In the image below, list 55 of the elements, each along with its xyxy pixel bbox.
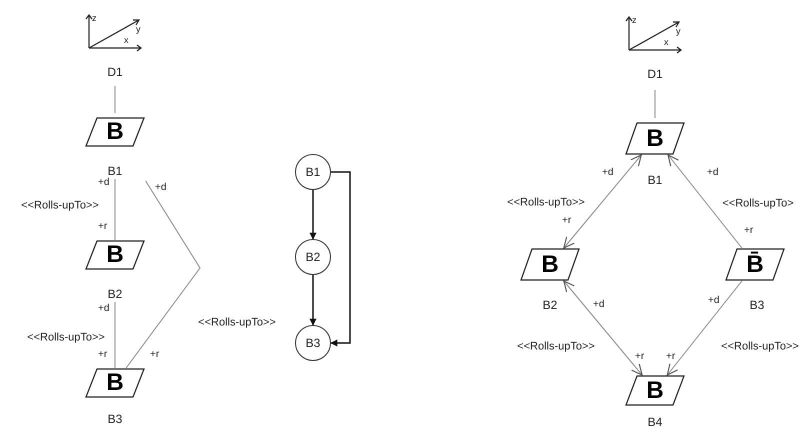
arrow xyxy=(330,171,351,346)
axis-label: x xyxy=(664,38,668,47)
arrow xyxy=(668,154,742,248)
connector-line xyxy=(114,302,116,368)
role-label: +d xyxy=(98,304,110,314)
edge-label: <<Rolls-upTo>> xyxy=(20,200,100,212)
parallelogram-box: B xyxy=(85,368,145,398)
role-label: +r xyxy=(666,352,676,362)
parallelogram-box: B xyxy=(625,375,685,406)
node-caption: B1 xyxy=(648,174,662,186)
arrow xyxy=(563,154,642,249)
parallelogram-box: B xyxy=(520,248,580,281)
edge-label: <<Rolls-upTo>> xyxy=(720,342,800,352)
role-label: +r xyxy=(98,222,108,232)
arrow xyxy=(310,190,316,240)
role-label: +r xyxy=(150,350,160,360)
edge-label: <<Rolls-upTo>> xyxy=(506,198,586,208)
role-label: +d xyxy=(98,178,110,188)
role-label: +d xyxy=(602,168,614,178)
arrow xyxy=(563,280,643,376)
node-caption: B1 xyxy=(108,165,122,177)
axis-label: x xyxy=(124,36,128,45)
node-label: D1 xyxy=(647,68,663,80)
role-label: +d xyxy=(708,296,720,306)
node-caption: B3 xyxy=(108,413,122,425)
edge-label: <<Rolls-upTo> xyxy=(721,198,795,210)
role-label: +r xyxy=(635,352,644,362)
axis-label: y xyxy=(136,25,140,34)
connector-line xyxy=(114,86,116,114)
parallelogram-box: B̄ xyxy=(725,248,785,281)
role-label: +d xyxy=(593,300,604,310)
node-caption: B2 xyxy=(108,288,122,300)
role-label: +r xyxy=(98,350,108,360)
parallelogram-box: B xyxy=(85,117,145,147)
node-caption: B3 xyxy=(750,299,764,311)
axis-label: y xyxy=(676,27,680,36)
connector-line xyxy=(126,180,201,368)
axis-label: z xyxy=(92,14,96,23)
node-caption: B4 xyxy=(648,416,662,428)
parallelogram-box: B xyxy=(85,240,145,270)
parallelogram-box: B xyxy=(625,122,685,155)
role-label: +d xyxy=(155,183,166,193)
node-label: D1 xyxy=(107,66,123,78)
arrow xyxy=(310,275,316,326)
arrow xyxy=(666,280,742,376)
role-label: +d xyxy=(707,168,718,178)
connector-line xyxy=(654,90,656,118)
node-caption: B2 xyxy=(542,299,558,311)
role-label: +r xyxy=(744,226,754,236)
axis-label: z xyxy=(632,16,636,25)
role-label: +r xyxy=(562,216,572,226)
edge-label: <<Rolls-upTo>> xyxy=(26,332,106,344)
edge-label: <<Rolls-upTo>> xyxy=(197,318,277,328)
edge-label: <<Rolls-upTo>> xyxy=(516,342,596,352)
connector-line xyxy=(114,178,116,240)
